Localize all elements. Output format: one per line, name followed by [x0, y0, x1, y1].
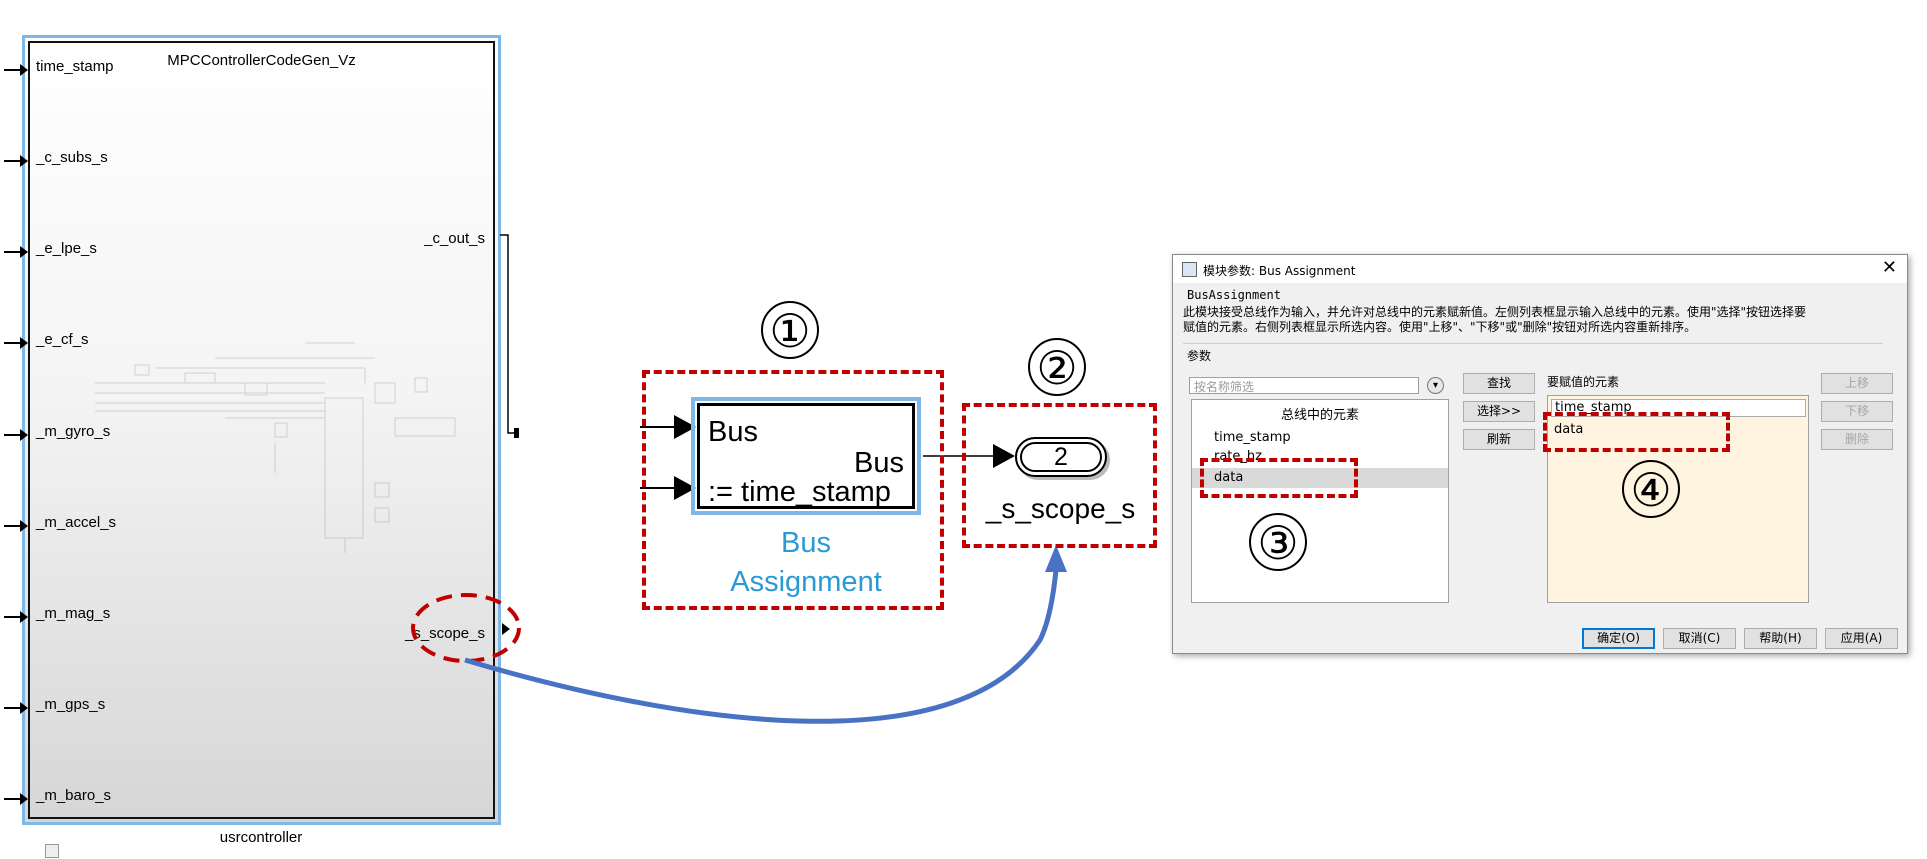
description-line-2: 赋值的元素。右侧列表框显示所选内容。使用"上移"、"下移"或"删除"按钮对所选内… [1183, 320, 1697, 334]
bus-block-name-line1: Bus [781, 527, 831, 559]
block-parameters-dialog: 模块参数: Bus Assignment ✕ BusAssignment 此模块… [1172, 254, 1908, 654]
filter-input[interactable]: 按名称筛选 [1189, 377, 1419, 394]
find-button[interactable]: 查找 [1463, 373, 1535, 394]
dialog-titlebar: 模块参数: Bus Assignment ✕ [1173, 255, 1907, 283]
assigned-elements-caption: 要赋值的元素 [1547, 375, 1620, 389]
input-arrow [4, 155, 28, 167]
delete-button[interactable]: 删除 [1821, 429, 1893, 450]
output-port-s-scope: _s_scope_s [404, 625, 485, 642]
input-port-m-gyro: _m_gyro_s [36, 423, 111, 440]
annotation-number-4: ④ [1622, 460, 1680, 518]
goto-label: _s_scope_s [985, 493, 1136, 524]
bus-input-label: Bus [708, 416, 758, 448]
cancel-button[interactable]: 取消(C) [1663, 628, 1736, 649]
bus-input-arrow-2 [640, 476, 696, 500]
select-button[interactable]: 选择>> [1463, 401, 1535, 422]
move-up-button[interactable]: 上移 [1821, 373, 1893, 394]
bus-input-arrow-1 [640, 415, 696, 439]
subsystem-mask-icon [45, 844, 59, 858]
subsystem-thumbnail [95, 342, 456, 553]
block-description: 此模块接受总线作为输入，并允许对总线中的元素赋新值。左侧列表框显示输入总线中的元… [1183, 305, 1883, 344]
input-port-time-stamp: time_stamp [36, 58, 114, 75]
bus-output-label: Bus [854, 447, 904, 479]
input-arrow [4, 64, 28, 76]
annotation-number-2: ② [1028, 338, 1086, 396]
dialog-title: 模块参数: Bus Assignment [1203, 264, 1356, 278]
subsystem-block[interactable]: MPCControllerCodeGen_Vz [22, 35, 501, 858]
list-item[interactable]: data [1554, 422, 1584, 437]
flow-arrow [464, 569, 1059, 724]
filter-options-icon[interactable]: ▾ [1427, 377, 1444, 394]
parameters-label: 参数 [1187, 349, 1212, 363]
input-port-c-subs: _c_subs_s [36, 149, 108, 166]
c-out-terminator [514, 428, 519, 438]
input-arrow [4, 520, 28, 532]
annotation-number-3: ③ [1249, 513, 1307, 571]
list-selection [1192, 468, 1448, 488]
apply-button[interactable]: 应用(A) [1825, 628, 1898, 649]
flow-arrowhead [1045, 545, 1067, 572]
list-item[interactable]: data [1214, 470, 1244, 485]
input-port-m-baro: _m_baro_s [36, 787, 112, 804]
bus-assignment-block[interactable]: Bus := time_stamp Bus [691, 397, 921, 515]
bus-elements-header: 总线中的元素 [1280, 408, 1359, 423]
goto-tag: 2 [1020, 442, 1102, 472]
assign-input-label: := time_stamp [708, 476, 891, 508]
annotation-box-2 [962, 403, 1157, 548]
input-arrow [4, 793, 28, 805]
help-button[interactable]: 帮助(H) [1744, 628, 1817, 649]
refresh-button[interactable]: 刷新 [1463, 429, 1535, 450]
output-port-c-out: _c_out_s [424, 230, 485, 247]
input-port-m-mag: _m_mag_s [36, 605, 111, 622]
input-port-e-cf: _e_cf_s [36, 331, 89, 348]
annotation-box-3 [1200, 458, 1358, 498]
s-scope-port-arrow [502, 623, 510, 635]
input-arrow [4, 702, 28, 714]
list-item[interactable]: time_stamp [1214, 430, 1291, 445]
move-down-button[interactable]: 下移 [1821, 401, 1893, 422]
annotation-box-1 [642, 370, 944, 610]
scope-port-highlight [411, 593, 521, 663]
goto-block[interactable]: 2 [1015, 437, 1107, 477]
close-icon[interactable]: ✕ [1881, 257, 1897, 278]
subsystem-name: usrcontroller [219, 829, 303, 846]
annotation-number-1: ① [761, 301, 819, 359]
bus-elements-list[interactable]: 总线中的元素 time_stamp rate_hz data [1191, 399, 1449, 603]
app-icon [1182, 262, 1197, 277]
description-line-1: 此模块接受总线作为输入，并允许对总线中的元素赋新值。左侧列表框显示输入总线中的元… [1183, 305, 1807, 319]
input-port-m-gps: _m_gps_s [36, 696, 106, 713]
bus-assignment-border: Bus := time_stamp Bus [697, 403, 915, 509]
subsystem-title: MPCControllerCodeGen_Vz [167, 52, 356, 69]
subsystem-border: MPCControllerCodeGen_Vz [28, 41, 495, 819]
annotation-box-4 [1543, 412, 1730, 452]
ok-button[interactable]: 确定(O) [1582, 628, 1655, 649]
input-arrow [4, 611, 28, 623]
c-out-line [500, 234, 518, 434]
input-port-e-lpe: _e_lpe_s [36, 240, 97, 257]
input-port-m-accel: _m_accel_s [36, 514, 117, 531]
input-arrow [4, 429, 28, 441]
input-arrow [4, 337, 28, 349]
input-arrow [4, 246, 28, 258]
bus-block-name-line2: Assignment [730, 566, 882, 598]
bus-output-arrowhead [993, 444, 1015, 468]
block-type: BusAssignment [1187, 288, 1281, 302]
